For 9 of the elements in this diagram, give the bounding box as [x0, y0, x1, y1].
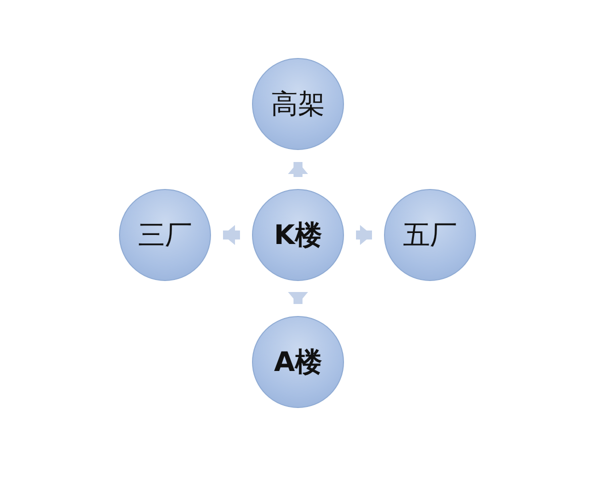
- circle-node: A楼: [252, 316, 344, 408]
- circle-node: 三厂: [119, 189, 211, 281]
- arrow: [288, 162, 308, 177]
- circle-node: 高架: [252, 58, 344, 150]
- arrow: [288, 292, 308, 304]
- arrow: [223, 225, 240, 245]
- arrow: [356, 225, 372, 245]
- circle-node: 五厂: [384, 189, 476, 281]
- circle-node: K楼: [252, 189, 344, 281]
